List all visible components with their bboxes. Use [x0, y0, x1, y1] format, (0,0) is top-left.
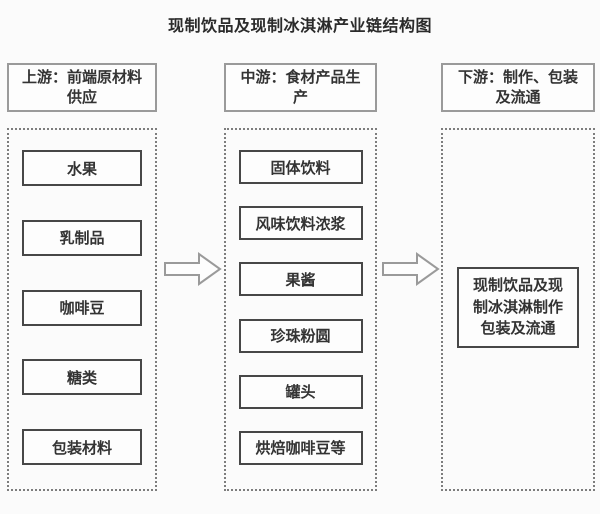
chain-item-box: 罐头 [238, 374, 363, 409]
chain-item-box: 烘焙咖啡豆等 [238, 430, 363, 465]
column-upstream-body: 水果 乳制品 咖啡豆 糖类 包装材料 [7, 128, 157, 491]
right-arrow-icon [164, 252, 222, 286]
column-upstream-header: 上游：前端原材料供应 [7, 63, 157, 112]
chain-item-box: 咖啡豆 [22, 289, 142, 326]
chain-item-box: 果酱 [238, 262, 363, 297]
chain-item-box: 水果 [22, 150, 142, 186]
right-arrow-icon [382, 252, 440, 286]
column-downstream-header: 下游：制作、包装及流通 [441, 63, 595, 112]
chain-item-box: 珍珠粉圆 [238, 318, 363, 353]
diagram-title: 现制饮品及现制冰淇淋产业链结构图 [167, 18, 432, 35]
column-downstream-body: 现制饮品及现制冰淇淋制作包装及流通 [441, 128, 595, 491]
column-midstream-header: 中游：食材产品生产 [224, 63, 377, 112]
chain-item-box: 包装材料 [22, 429, 142, 465]
column-midstream-body: 固体饮料 风味饮料浓浆 果酱 珍珠粉圆 罐头 烘焙咖啡豆等 [224, 128, 377, 491]
chain-item-box: 糖类 [22, 359, 142, 396]
chain-item-box: 固体饮料 [238, 150, 363, 184]
chain-item-box: 乳制品 [22, 219, 142, 256]
chain-item-box: 风味饮料浓浆 [238, 206, 363, 241]
chain-item-box: 现制饮品及现制冰淇淋制作包装及流通 [457, 266, 579, 349]
